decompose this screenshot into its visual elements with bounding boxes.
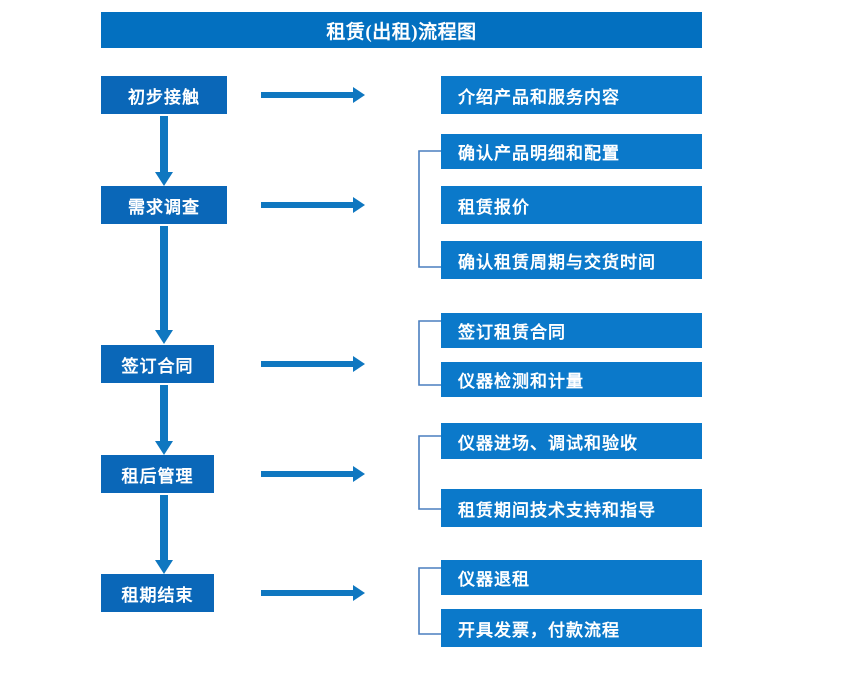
page-title: 租赁(出租)流程图 xyxy=(101,12,702,48)
detail-box-5-1[interactable]: 仪器退租 xyxy=(441,560,702,595)
right-arrow-icon-3 xyxy=(261,352,365,376)
detail-box-2-2[interactable]: 租赁报价 xyxy=(441,186,702,224)
down-arrow-icon-1 xyxy=(151,116,177,186)
detail-box-1-1[interactable]: 介绍产品和服务内容 xyxy=(441,76,702,114)
stage-box-2[interactable]: 需求调查 xyxy=(101,186,227,224)
detail-box-3-1[interactable]: 签订租赁合同 xyxy=(441,313,702,348)
detail-box-4-1[interactable]: 仪器进场、调试和验收 xyxy=(441,423,702,459)
down-arrow-icon-3 xyxy=(151,385,177,455)
detail-box-5-2[interactable]: 开具发票，付款流程 xyxy=(441,609,702,647)
brace-connector-icon-4 xyxy=(418,435,442,510)
brace-connector-icon-3 xyxy=(418,320,442,386)
detail-box-4-2[interactable]: 租赁期间技术支持和指导 xyxy=(441,489,702,527)
down-arrow-icon-2 xyxy=(151,226,177,344)
right-arrow-icon-5 xyxy=(261,581,365,605)
brace-connector-icon-5 xyxy=(418,567,442,635)
right-arrow-icon-4 xyxy=(261,462,365,486)
stage-box-1[interactable]: 初步接触 xyxy=(101,76,227,114)
right-arrow-icon-2 xyxy=(261,193,365,217)
down-arrow-icon-4 xyxy=(151,495,177,574)
stage-box-5[interactable]: 租期结束 xyxy=(101,574,214,612)
brace-connector-icon-2 xyxy=(418,150,442,268)
stage-box-3[interactable]: 签订合同 xyxy=(101,345,214,383)
detail-box-2-3[interactable]: 确认租赁周期与交货时间 xyxy=(441,241,702,279)
right-arrow-icon-1 xyxy=(261,83,365,107)
detail-box-2-1[interactable]: 确认产品明细和配置 xyxy=(441,134,702,169)
detail-box-3-2[interactable]: 仪器检测和计量 xyxy=(441,362,702,397)
stage-box-4[interactable]: 租后管理 xyxy=(101,455,214,493)
